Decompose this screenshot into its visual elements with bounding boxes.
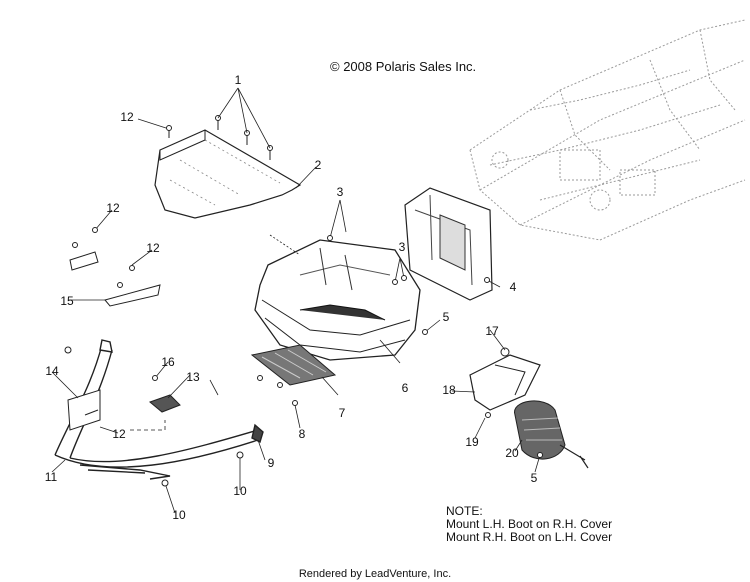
callout-14: 14 xyxy=(45,364,59,378)
callout-12-bottom: 12 xyxy=(112,427,126,441)
bracket-14 xyxy=(67,389,101,431)
callout-13: 13 xyxy=(186,370,200,384)
callout-20: 20 xyxy=(505,446,519,460)
callout-1: 1 xyxy=(234,73,242,87)
callout-8: 8 xyxy=(298,427,306,441)
chassis-frame-ghost xyxy=(469,19,746,241)
belly-pan-plate xyxy=(154,129,302,219)
grille-mesh xyxy=(250,344,337,386)
callout-6: 6 xyxy=(401,381,409,395)
callout-16: 16 xyxy=(161,355,175,369)
callout-18: 18 xyxy=(442,383,456,397)
callout-5-lower: 5 xyxy=(530,471,538,485)
steering-boot-assembly xyxy=(469,347,589,469)
callout-2: 2 xyxy=(314,158,322,172)
callout-3-upper: 3 xyxy=(336,185,344,199)
nose-pan xyxy=(254,239,421,361)
fasteners xyxy=(64,227,543,487)
bracket-15 xyxy=(69,251,161,307)
callout-10-lower: 10 xyxy=(172,508,186,522)
copyright-text: © 2008 Polaris Sales Inc. xyxy=(330,59,477,74)
callout-12-top: 12 xyxy=(120,110,134,124)
note-line-2: Mount R.H. Boot on L.H. Cover xyxy=(446,530,613,544)
callout-10-upper: 10 xyxy=(233,484,247,498)
callout-7: 7 xyxy=(338,406,346,420)
callout-9: 9 xyxy=(267,456,275,470)
callout-19: 19 xyxy=(465,435,479,449)
note-title: NOTE: xyxy=(446,504,483,518)
callout-12-left: 12 xyxy=(106,201,120,215)
callout-4: 4 xyxy=(509,280,517,294)
callout-3-lower: 3 xyxy=(398,240,406,254)
leader-lines xyxy=(51,87,541,514)
callout-5-upper: 5 xyxy=(442,310,450,324)
rear-panel-cover xyxy=(404,187,493,301)
callout-12-mid: 12 xyxy=(146,241,160,255)
rendered-by-footer: Rendered by LeadVenture, Inc. xyxy=(298,568,452,580)
front-bumper-tube xyxy=(54,339,264,480)
callout-11: 11 xyxy=(44,470,58,484)
mount-13 xyxy=(149,394,181,413)
note-line-1: Mount L.H. Boot on R.H. Cover xyxy=(446,517,613,531)
callout-17: 17 xyxy=(485,324,499,338)
callout-15: 15 xyxy=(60,294,74,308)
note-block: NOTE: Mount L.H. Boot on R.H. Cover Moun… xyxy=(446,505,612,544)
